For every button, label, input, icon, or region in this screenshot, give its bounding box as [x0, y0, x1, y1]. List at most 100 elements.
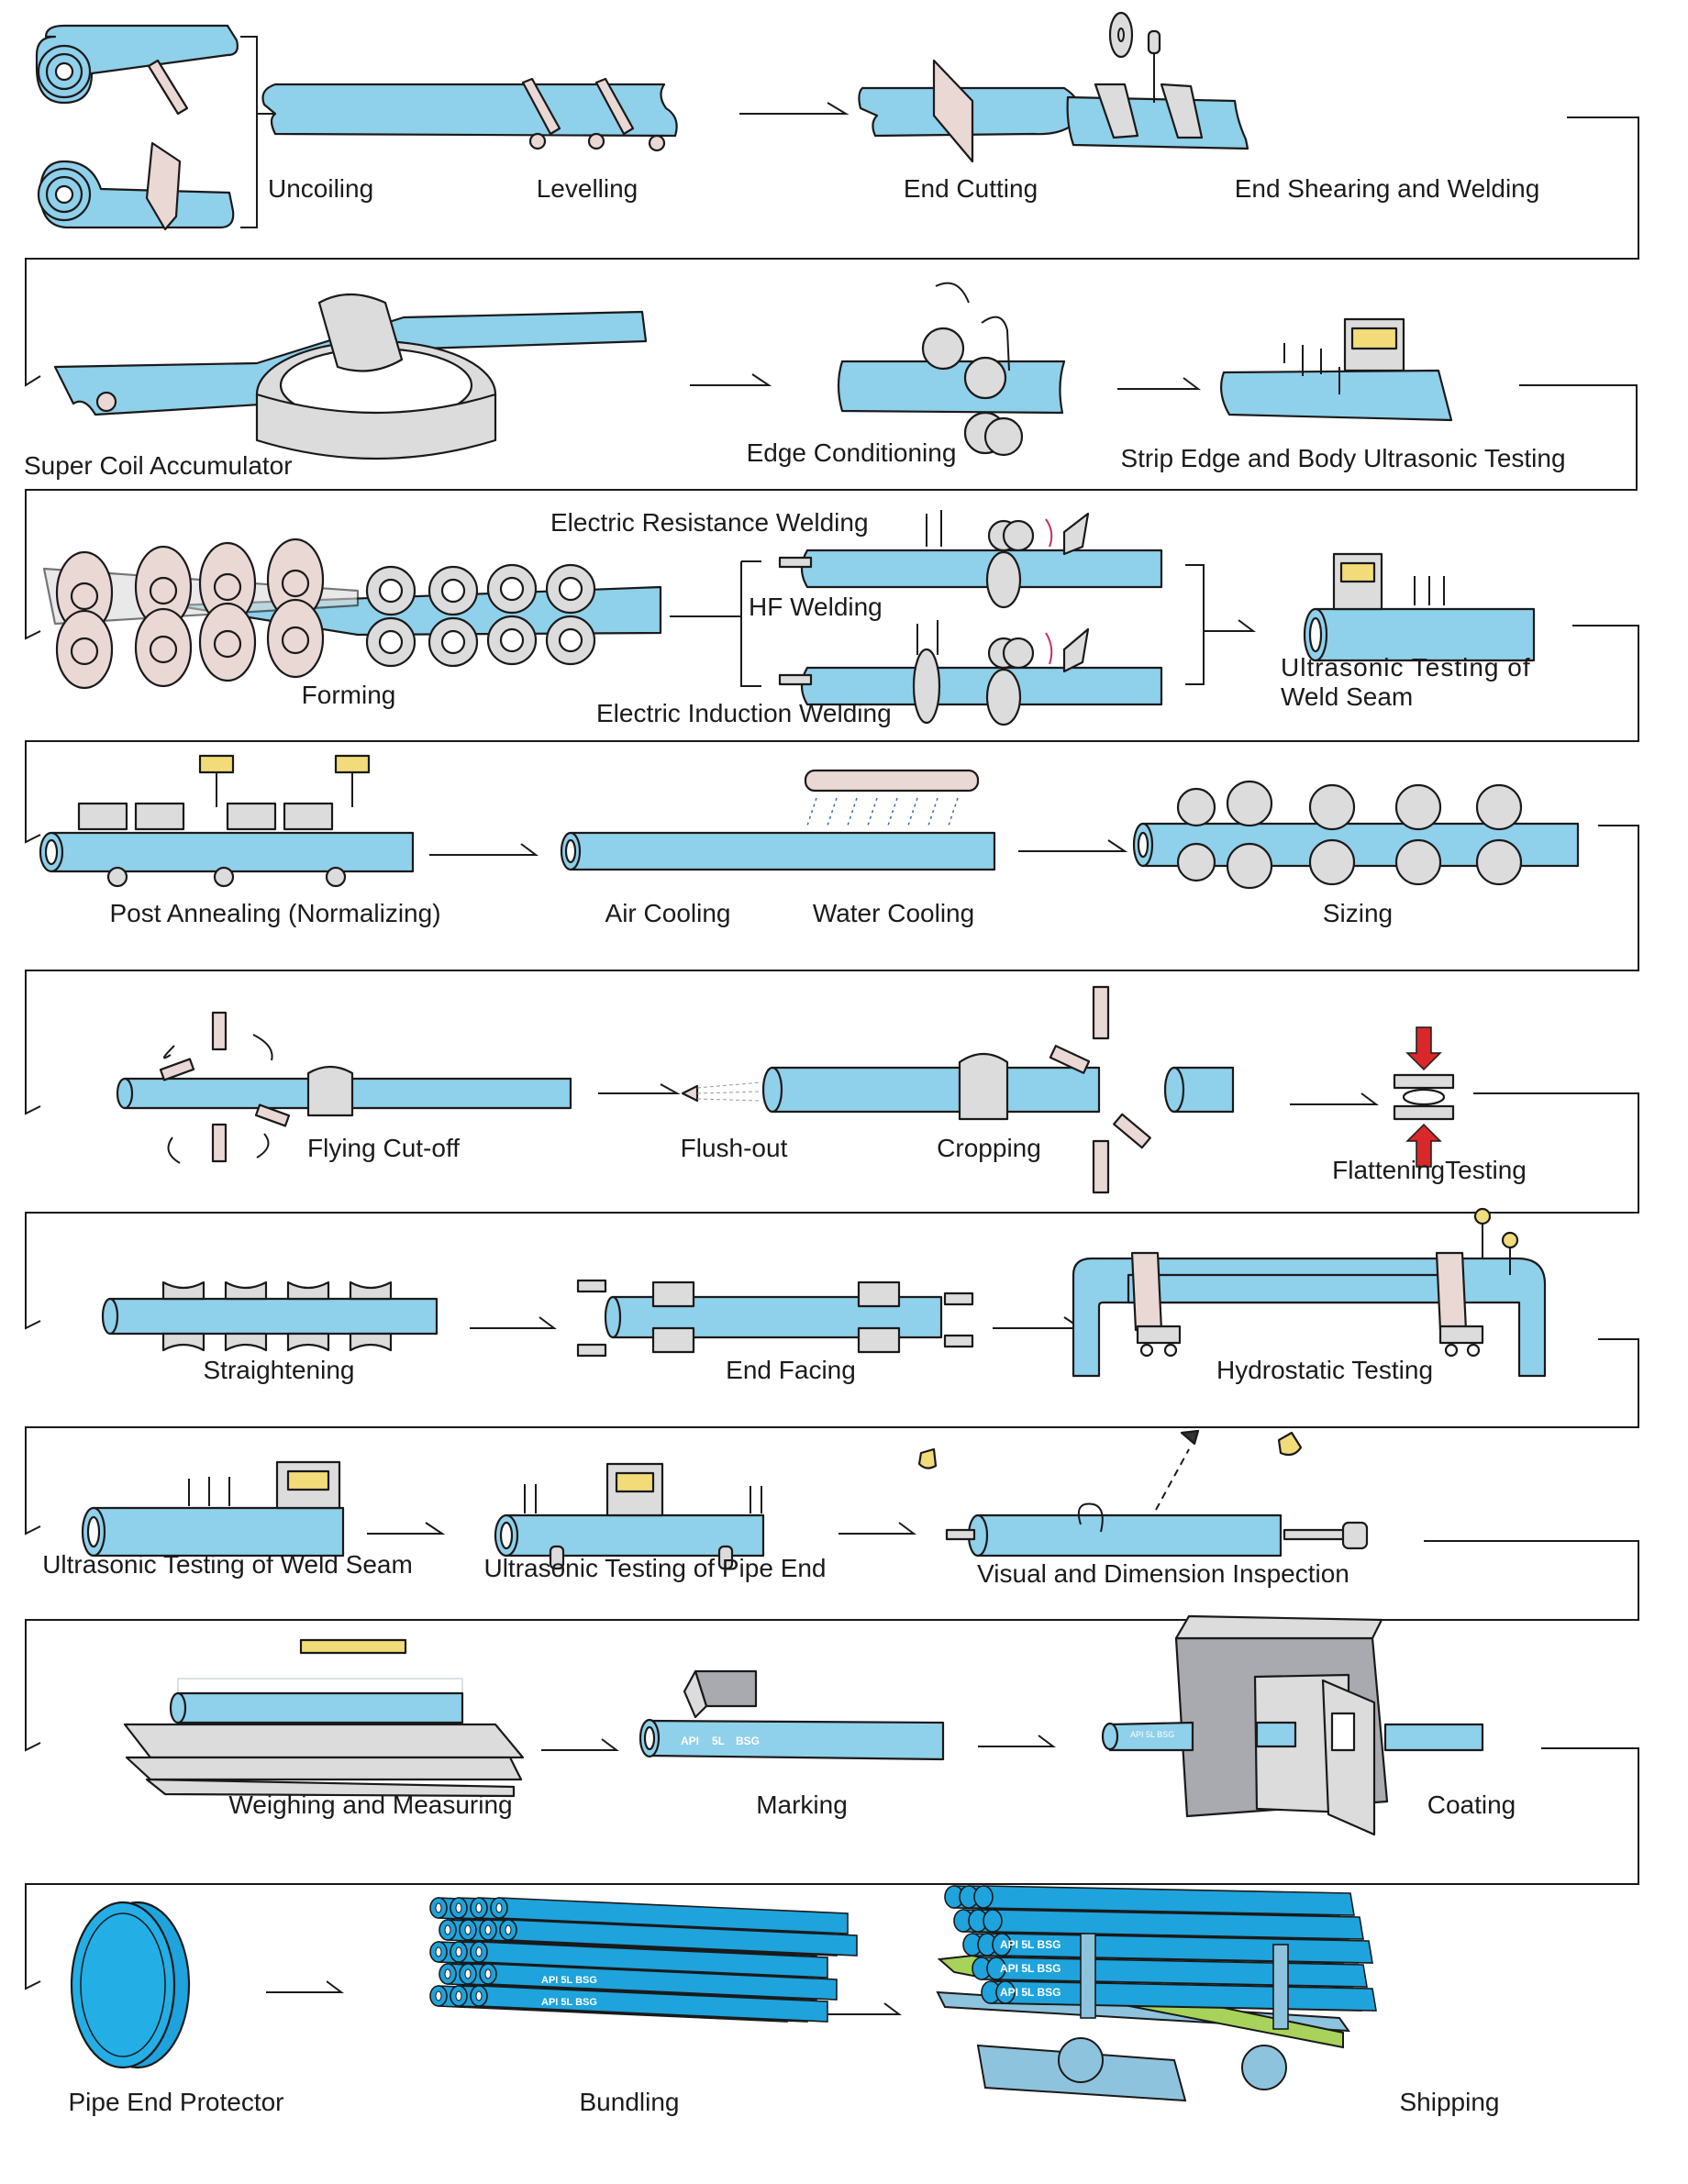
step-label-hf-welding: HF Welding: [749, 593, 883, 621]
illustration-edge-conditioning: [837, 282, 1066, 457]
illustration-visual-dimension-inspection: [917, 1429, 1369, 1558]
illustration-shipping: API 5L BSG API 5L BSG API 5L BSG: [936, 1885, 1377, 2102]
step-label-electric-resistance-welding: Electric Resistance Welding: [550, 508, 869, 537]
step-label-levelling: Levelling: [536, 174, 639, 203]
illustration-super-coil-accumulator: [53, 294, 648, 460]
step-label-ut-weld-seam-line1: Ultrasonic Testing of: [1281, 653, 1531, 682]
step-label-uncoiling: Uncoiling: [268, 174, 374, 203]
illustration-uncoiling: [35, 24, 239, 231]
illustration-ut-pipe-end: [494, 1462, 765, 1570]
flow-arrow: [598, 1083, 681, 1094]
flow-arrow: [1018, 839, 1128, 852]
flow-arrow: [993, 1316, 1084, 1329]
step-label-marking: Marking: [756, 1790, 848, 1819]
coating-pipe-text: API 5L BSG: [1130, 1730, 1174, 1739]
step-label-flying-cut-off: Flying Cut-off: [307, 1134, 460, 1162]
row-return-line: [25, 1338, 1639, 1535]
illustration-levelling: [261, 77, 678, 152]
illustration-ut-weld-seam-1: [1303, 552, 1536, 662]
step-label-visual-dimension-inspection: Visual and Dimension Inspection: [977, 1559, 1349, 1588]
flow-arrow: [822, 2002, 902, 2015]
illustration-marking: API 5L BSG: [639, 1669, 945, 1761]
illustration-bundling: API 5L BSG API 5L BSG API 5L BSG: [429, 1897, 858, 2030]
flow-arrow: [429, 843, 539, 856]
illustration-electric-resistance-welding: [778, 510, 1163, 609]
illustration-forming: [42, 538, 662, 690]
illustration-post-annealing: [39, 754, 415, 888]
step-label-bundling: Bundling: [579, 2088, 680, 2116]
illustration-end-cutting: [858, 59, 1082, 163]
illustration-cropping: [761, 985, 1235, 1194]
step-label-edge-conditioning: Edge Conditioning: [746, 438, 957, 467]
illustration-hydrostatic-testing: [1072, 1207, 1547, 1378]
step-label-cropping: Cropping: [937, 1134, 1041, 1162]
step-label-pipe-end-protector: Pipe End Protector: [68, 2088, 284, 2116]
flow-arrow: [470, 1316, 557, 1329]
illustration-end-facing: [576, 1279, 974, 1358]
step-label-coating: Coating: [1427, 1790, 1516, 1819]
bundle-pipe-marking: API 5L BSG: [541, 1997, 597, 2008]
step-label-end-cutting: End Cutting: [903, 174, 1038, 203]
row-return-line: [25, 384, 1638, 640]
row-return-line: [25, 1747, 1639, 1990]
illustration-cooling: [560, 769, 996, 871]
row-return-line: [25, 1092, 1639, 1330]
illustration-end-shearing-welding: [1066, 11, 1249, 150]
row-return-line: [25, 825, 1639, 1115]
flow-arrow: [367, 1522, 446, 1535]
step-label-electric-induction-welding: Electric Induction Welding: [596, 699, 892, 727]
bundle-pipe-marking: API 5L BSG: [541, 2019, 597, 2030]
illustration-weighing-measuring: [123, 1638, 525, 1798]
illustration-strip-edge-body-ut: [1219, 317, 1453, 422]
illustration-flying-cut-off: [116, 1011, 572, 1164]
step-label-super-coil-accumulator: Super Coil Accumulator: [24, 451, 293, 480]
shipping-pipe-marking: API 5L BSG: [1000, 1962, 1061, 1975]
step-label-ut-weld-seam-line2: Weld Seam: [1281, 682, 1414, 711]
step-label-end-shearing-welding: End Shearing and Welding: [1234, 174, 1540, 203]
welding-bracket-left: [740, 560, 761, 687]
step-label-flattening-testing: FlatteningTesting: [1332, 1156, 1527, 1184]
marking-pipe-text-bsg: BSG: [736, 1735, 760, 1747]
shipping-pipe-marking: API 5L BSG: [1000, 1986, 1061, 1999]
illustration-flattening-testing: [1393, 1026, 1455, 1168]
step-label-air-cooling: Air Cooling: [605, 899, 731, 927]
marking-pipe-text-api: API: [681, 1735, 699, 1747]
flow-arrow: [266, 1980, 344, 1993]
step-label-ut-pipe-end: Ultrasonic Testing of Pipe End: [483, 1554, 827, 1582]
illustration-pipe-end-protector: [70, 1901, 191, 2069]
flow-connectors: [25, 36, 1639, 2015]
step-label-strip-edge-body-ut: Strip Edge and Body Ultrasonic Testing: [1120, 444, 1566, 472]
flow-arrow: [690, 373, 772, 386]
flow-arrow: [838, 1522, 916, 1535]
marking-pipe-text-5l: 5L: [712, 1735, 725, 1747]
uncoiling-bracket: [240, 36, 258, 228]
flow-arrow: [739, 102, 850, 115]
row-return-line: [25, 1540, 1639, 1752]
flow-arrow: [541, 1738, 619, 1751]
row-return-line: [25, 116, 1639, 387]
step-label-straightening: Straightening: [203, 1356, 355, 1384]
bundle-pipe-marking: API 5L BSG: [541, 1975, 597, 1986]
row-return-line: [25, 625, 1639, 844]
step-label-forming: Forming: [301, 681, 396, 709]
step-label-shipping: Shipping: [1399, 2088, 1500, 2116]
welding-bracket-right: [1185, 564, 1256, 685]
flow-arrow: [1117, 377, 1201, 390]
step-label-end-facing: End Facing: [726, 1356, 856, 1384]
illustration-coating: API 5L BSG: [1101, 1614, 1484, 1836]
illustration-sizing: [1132, 780, 1580, 890]
step-label-water-cooling: Water Cooling: [812, 899, 975, 927]
flow-arrow: [1290, 1092, 1379, 1105]
step-label-sizing: Sizing: [1322, 899, 1394, 927]
illustration-straightening: [101, 1280, 439, 1352]
illustration-electric-induction-welding: [778, 620, 1163, 726]
illustration-ut-weld-seam-2: [81, 1460, 345, 1558]
step-label-ut-weld-seam-2: Ultrasonic Testing of Weld Seam: [42, 1550, 413, 1579]
step-label-post-annealing: Post Annealing (Normalizing): [109, 899, 441, 927]
shipping-pipe-marking: API 5L BSG: [1000, 1938, 1061, 1951]
illustration-flush-out: [681, 1081, 762, 1103]
flow-arrow: [978, 1735, 1056, 1747]
step-label-hydrostatic-testing: Hydrostatic Testing: [1216, 1356, 1434, 1384]
